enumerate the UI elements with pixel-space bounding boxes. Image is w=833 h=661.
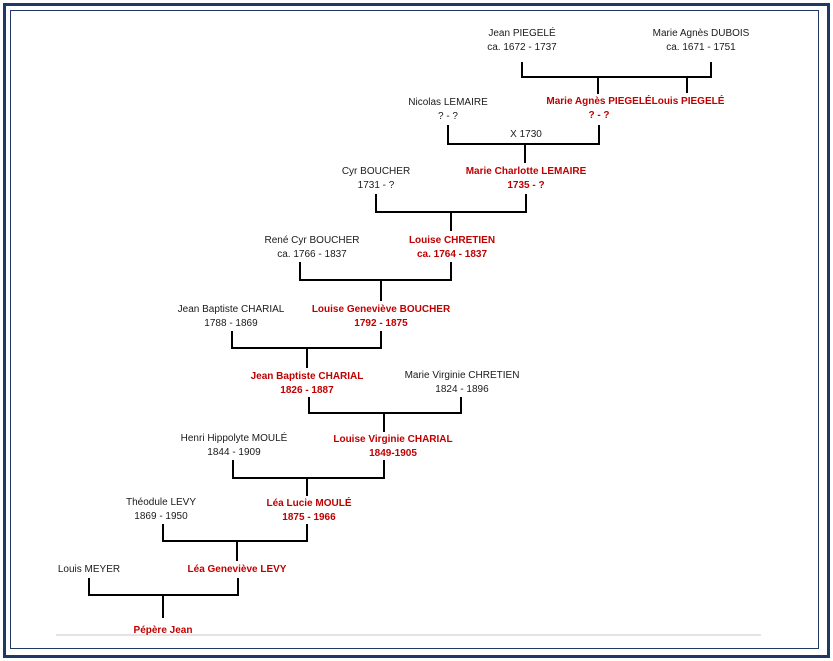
person-dates: 1869 - 1950 bbox=[134, 511, 188, 522]
connector-meyer-levy bbox=[88, 578, 239, 596]
person-name: Henri Hippolyte MOULÉ bbox=[180, 433, 288, 444]
person-louis-meyer: Louis MEYER bbox=[58, 563, 120, 577]
person-name: Louis MEYER bbox=[57, 564, 121, 575]
person-louise-chretien: Louise CHRETIEN ca. 1764 - 1837 bbox=[409, 234, 495, 262]
person-louise-virginie-charial: Louise Virginie CHARIAL 1849-1905 bbox=[333, 433, 452, 461]
person-name: Marie Agnès DUBOIS bbox=[652, 28, 750, 39]
person-name: Marie Agnès PIEGELÉ bbox=[546, 96, 652, 107]
bottom-rule bbox=[56, 634, 761, 636]
person-name: Marie Virginie CHRETIEN bbox=[404, 370, 520, 381]
connector-lemaire-piegele bbox=[447, 125, 600, 145]
person-dates: ca. 1671 - 1751 bbox=[666, 42, 736, 53]
marriage-date-label: X 1730 bbox=[510, 129, 542, 140]
connector-charial-boucher bbox=[231, 331, 382, 349]
person-name: René Cyr BOUCHER bbox=[264, 235, 360, 246]
person-name: Pépère Jean bbox=[133, 625, 193, 636]
person-rene-cyr-boucher: René Cyr BOUCHER ca. 1766 - 1837 bbox=[264, 234, 359, 262]
person-dates: 1788 - 1869 bbox=[204, 318, 258, 329]
person-jean-baptiste-charial-1826: Jean Baptiste CHARIAL 1826 - 1887 bbox=[251, 370, 364, 398]
person-henri-hippolyte-moule: Henri Hippolyte MOULÉ 1844 - 1909 bbox=[181, 432, 288, 460]
person-dates: 1824 - 1896 bbox=[435, 384, 489, 395]
person-name: Jean PIEGELÉ bbox=[488, 28, 556, 39]
person-cyr-boucher: Cyr BOUCHER 1731 - ? bbox=[342, 165, 410, 193]
person-dates: ca. 1764 - 1837 bbox=[416, 249, 488, 260]
person-name: Cyr BOUCHER bbox=[341, 166, 411, 177]
person-nicolas-lemaire: Nicolas LEMAIRE ? - ? bbox=[408, 96, 487, 124]
person-name: Marie Charlotte LEMAIRE bbox=[465, 166, 587, 177]
person-name: Louise Virginie CHARIAL bbox=[333, 434, 453, 445]
person-dates: 1875 - 1966 bbox=[282, 512, 336, 523]
person-dates: ca. 1672 - 1737 bbox=[487, 42, 557, 53]
person-dates: 1844 - 1909 bbox=[207, 447, 261, 458]
person-name: Jean Baptiste CHARIAL bbox=[250, 371, 364, 382]
person-dates: 1792 - 1875 bbox=[354, 318, 408, 329]
person-dates: ca. 1766 - 1837 bbox=[277, 249, 347, 260]
person-name: Léa Lucie MOULÉ bbox=[266, 498, 352, 509]
person-marie-agnes-dubois: Marie Agnès DUBOIS ca. 1671 - 1751 bbox=[653, 27, 750, 55]
person-dates: 1731 - ? bbox=[357, 180, 395, 191]
person-dates: 1849-1905 bbox=[369, 448, 417, 459]
person-name: Louis PIEGELÉ bbox=[651, 96, 725, 107]
person-marie-agnes-piegele: Marie Agnès PIEGELÉ ? - ? bbox=[546, 95, 651, 123]
person-name: Jean Baptiste CHARIAL bbox=[177, 304, 285, 315]
person-name: Louise CHRETIEN bbox=[408, 235, 496, 246]
person-dates: 1735 - ? bbox=[507, 180, 545, 191]
person-lea-genevieve-levy: Léa Geneviève LEVY bbox=[188, 563, 287, 577]
person-name: Louise Geneviève BOUCHER bbox=[311, 304, 451, 315]
connector-moule-charial bbox=[232, 460, 385, 479]
person-theodule-levy: Théodule LEVY 1869 - 1950 bbox=[126, 496, 196, 524]
person-pepere-jean: Pépère Jean bbox=[134, 624, 193, 638]
inner-frame bbox=[10, 10, 819, 649]
connector-charial-chretien bbox=[308, 397, 462, 414]
person-louise-genevieve-boucher: Louise Geneviève BOUCHER 1792 - 1875 bbox=[312, 303, 450, 331]
person-jean-baptiste-charial-1788: Jean Baptiste CHARIAL 1788 - 1869 bbox=[178, 303, 285, 331]
person-dates: ? - ? bbox=[437, 111, 458, 122]
person-name: Léa Geneviève LEVY bbox=[187, 564, 287, 575]
connector-piegele-dubois bbox=[521, 62, 712, 78]
person-jean-piegele: Jean PIEGELÉ ca. 1672 - 1737 bbox=[487, 27, 557, 55]
person-dates: 1826 - 1887 bbox=[280, 385, 334, 396]
person-louis-piegele: Louis PIEGELÉ bbox=[652, 95, 725, 109]
person-dates: ? - ? bbox=[588, 110, 610, 121]
person-marie-charlotte-lemaire: Marie Charlotte LEMAIRE 1735 - ? bbox=[466, 165, 587, 193]
person-name: Nicolas LEMAIRE bbox=[408, 97, 488, 108]
connector-levy-moule bbox=[162, 524, 308, 542]
person-marie-virginie-chretien: Marie Virginie CHRETIEN 1824 - 1896 bbox=[405, 369, 520, 397]
person-name: Théodule LEVY bbox=[125, 497, 197, 508]
connector-boucher-lemaire bbox=[375, 194, 527, 213]
connector-rene-louise bbox=[299, 262, 452, 281]
person-lea-lucie-moule: Léa Lucie MOULÉ 1875 - 1966 bbox=[266, 497, 351, 525]
